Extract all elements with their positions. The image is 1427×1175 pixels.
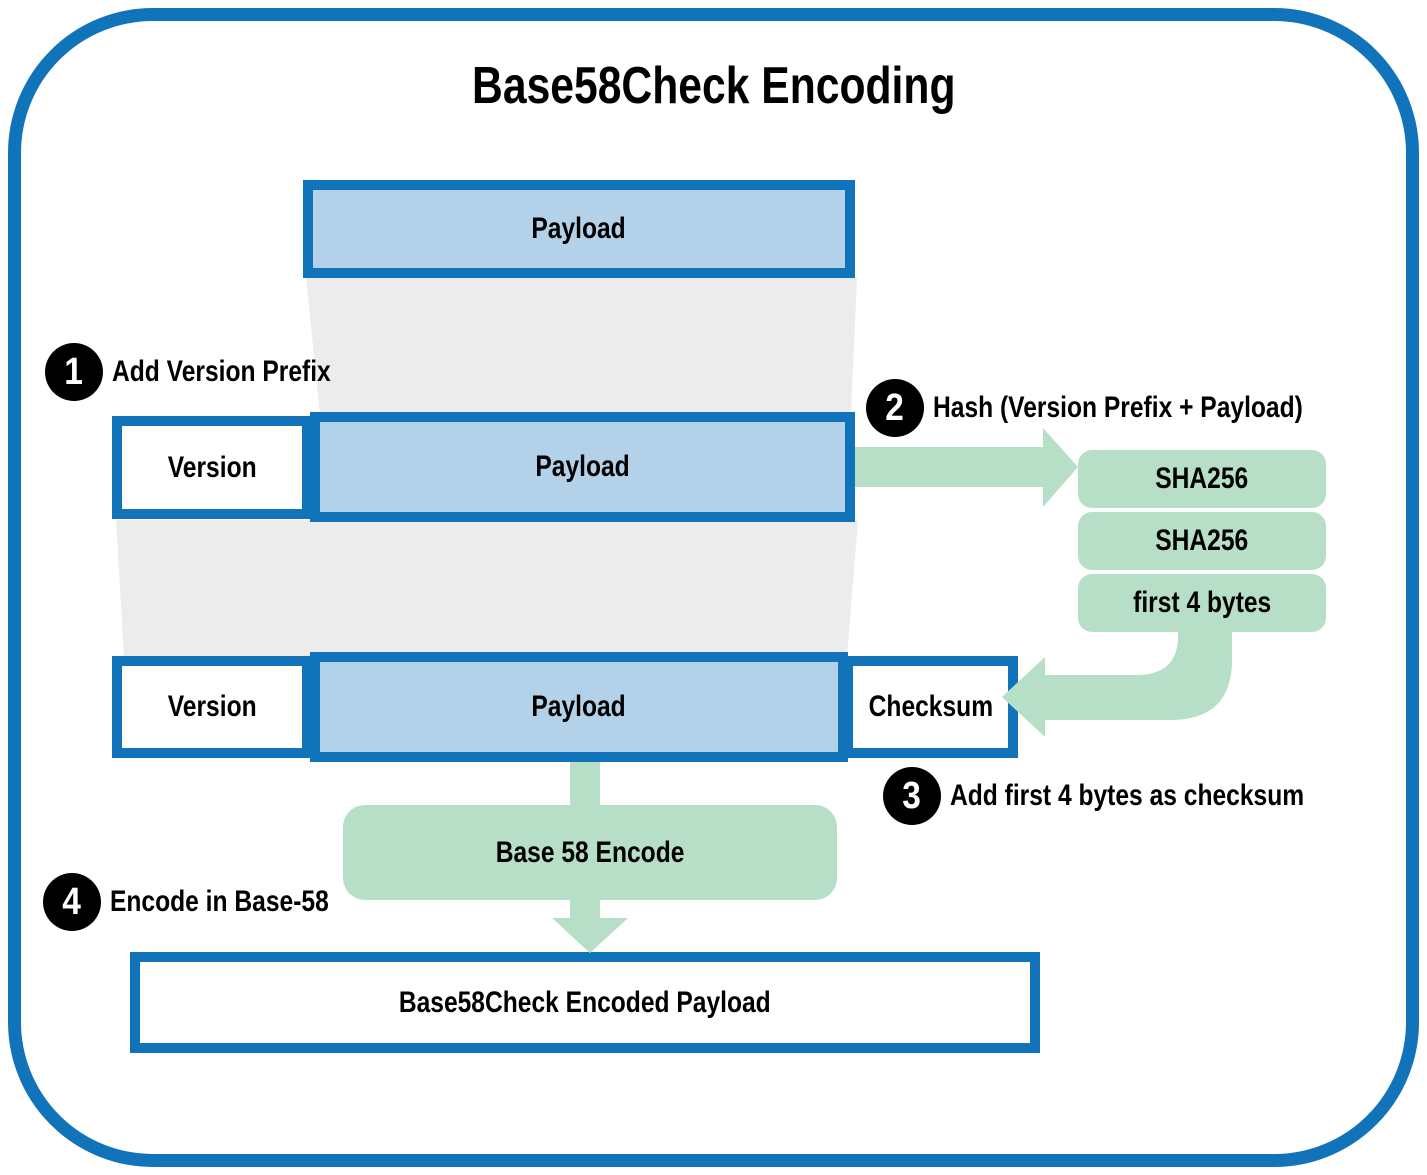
step-4-badge: 4 bbox=[43, 873, 101, 931]
step-2-label: Hash (Version Prefix + Payload) bbox=[933, 391, 1303, 424]
encoded-output-box: Base58Check Encoded Payload bbox=[130, 952, 1040, 1053]
version-final-box: Version bbox=[112, 656, 312, 758]
step-4-number: 4 bbox=[62, 880, 82, 923]
step-3-badge: 3 bbox=[883, 767, 941, 825]
step-2-badge: 2 bbox=[866, 379, 924, 437]
payload-top-box: Payload bbox=[303, 180, 855, 278]
sha256-first-label: SHA256 bbox=[1155, 462, 1249, 495]
checksum-box: Checksum bbox=[843, 656, 1018, 758]
version-prefix-label: Version bbox=[167, 450, 257, 484]
sha256-first-box: SHA256 bbox=[1078, 450, 1326, 508]
step-4: 4 Encode in Base-58 bbox=[43, 873, 377, 931]
step-1-badge: 1 bbox=[45, 343, 103, 401]
step-3-label: Add first 4 bytes as checksum bbox=[950, 779, 1305, 812]
checksum-label: Checksum bbox=[868, 690, 993, 723]
step-1-label: Add Version Prefix bbox=[112, 355, 331, 388]
funnel-shade-middle bbox=[116, 520, 858, 656]
step-3: 3 Add first 4 bytes as checksum bbox=[883, 767, 1382, 825]
diagram-outer-frame bbox=[8, 8, 1419, 1167]
step-4-label: Encode in Base-58 bbox=[110, 885, 329, 918]
version-prefix-box: Version bbox=[112, 416, 312, 519]
step-1: 1 Add Version Prefix bbox=[45, 343, 379, 401]
version-final-label: Version bbox=[167, 690, 257, 723]
first-4-bytes-label: first 4 bytes bbox=[1132, 586, 1272, 619]
encode-connector-icon bbox=[570, 754, 600, 808]
page-title: Base58Check Encoding bbox=[0, 56, 1427, 116]
step-2-number: 2 bbox=[885, 386, 905, 429]
payload-final-label: Payload bbox=[531, 690, 627, 723]
step-1-number: 1 bbox=[64, 350, 84, 393]
payload-top-label: Payload bbox=[531, 212, 627, 245]
funnel-shade-top bbox=[306, 278, 857, 414]
encoded-output-label: Base58Check Encoded Payload bbox=[399, 985, 771, 1019]
sha256-second-label: SHA256 bbox=[1155, 524, 1249, 557]
payload-final-box: Payload bbox=[310, 652, 848, 762]
step-3-number: 3 bbox=[902, 774, 922, 817]
page-title-text: Base58Check Encoding bbox=[471, 57, 956, 115]
first-4-bytes-box: first 4 bytes bbox=[1078, 574, 1326, 632]
hash-arrow-right-icon bbox=[853, 428, 1078, 507]
payload-mid-box: Payload bbox=[310, 412, 855, 522]
step-2: 2 Hash (Version Prefix + Payload) bbox=[866, 379, 1384, 437]
sha256-second-box: SHA256 bbox=[1078, 512, 1326, 570]
payload-mid-label: Payload bbox=[535, 450, 630, 483]
base58-encode-box: Base 58 Encode bbox=[343, 805, 837, 900]
base58-encode-label: Base 58 Encode bbox=[495, 835, 685, 869]
